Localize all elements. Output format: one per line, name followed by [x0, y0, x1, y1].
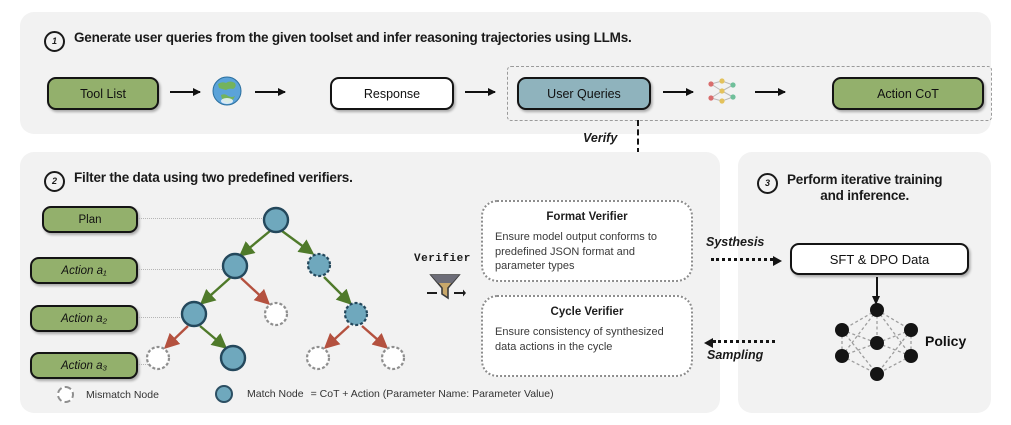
sampling-label: Sampling — [707, 348, 764, 362]
funnel-icon — [424, 271, 466, 303]
legend-match-label: Match Node — [247, 388, 304, 400]
verify-label: Verify — [583, 131, 618, 145]
cycle-verifier-card: Cycle Verifier Ensure consistency of syn… — [481, 295, 693, 377]
arrow-response-to-queries — [465, 87, 496, 96]
row-label-action-3[interactable]: Action a₃ — [30, 352, 138, 379]
row-connector-plan — [138, 218, 266, 219]
mismatch-node-icon — [57, 386, 74, 403]
step-1-panel — [20, 12, 991, 134]
node-action-cot[interactable]: Action CoT — [832, 77, 984, 110]
step-1-text: Generate user queries from the given too… — [74, 30, 632, 45]
row-label-action-2[interactable]: Action a₂ — [30, 305, 138, 332]
node-sft-dpo-data[interactable]: SFT & DPO Data — [790, 243, 969, 275]
format-verifier-title: Format Verifier — [546, 211, 628, 223]
systhesis-label: Systhesis — [706, 235, 765, 249]
step-3-text: Perform iterative training and inference… — [787, 172, 943, 205]
node-tool-list[interactable]: Tool List — [47, 77, 159, 110]
legend-match: Match Node = CoT + Action (Parameter Nam… — [215, 385, 554, 403]
neural-network-icon — [705, 76, 739, 107]
node-user-queries[interactable]: User Queries — [517, 77, 651, 110]
globe-icon — [212, 76, 242, 106]
verify-connector — [633, 120, 644, 162]
verifier-label: Verifier — [414, 253, 471, 265]
arrow-globe-to-response — [255, 87, 286, 96]
row-connector-action-3 — [138, 364, 152, 365]
verify-group-dashed-box — [507, 66, 992, 121]
step-2-text: Filter the data using two predefined ver… — [74, 170, 353, 185]
systhesis-arrow — [711, 255, 782, 266]
policy-network-icon — [818, 300, 936, 381]
cycle-verifier-title: Cycle Verifier — [550, 306, 624, 318]
arrow-data-to-policy — [871, 277, 880, 305]
step-3-number: 3 — [757, 173, 778, 194]
cycle-verifier-body: Ensure consistency of synthesized data a… — [495, 326, 664, 353]
format-verifier-body: Ensure model output conforms to predefin… — [495, 231, 658, 273]
match-node-icon — [215, 385, 233, 403]
step-3-line-1: Perform iterative training — [787, 172, 943, 187]
legend-mismatch: Mismatch Node — [57, 386, 159, 403]
row-label-action-1[interactable]: Action a₁ — [30, 257, 138, 284]
step-1-heading: 1 Generate user queries from the given t… — [44, 30, 944, 52]
verification-tree — [145, 206, 406, 372]
policy-label: Policy — [925, 333, 967, 349]
arrow-toollist-to-globe — [170, 87, 201, 96]
row-connector-action-2 — [138, 317, 186, 318]
row-connector-action-1 — [138, 269, 224, 270]
step-2-heading: 2 Filter the data using two predefined v… — [44, 170, 474, 192]
step-3-line-2: and inference. — [820, 188, 910, 204]
step-2-number: 2 — [44, 171, 65, 192]
sampling-arrow — [704, 337, 775, 348]
legend-formula: = CoT + Action (Parameter Name: Paramete… — [310, 388, 554, 400]
legend-mismatch-label: Mismatch Node — [86, 388, 159, 401]
step-3-heading: 3 Perform iterative training and inferen… — [757, 172, 982, 205]
format-verifier-card: Format Verifier Ensure model output conf… — [481, 200, 693, 282]
step-3-panel — [738, 152, 991, 413]
node-response[interactable]: Response — [330, 77, 454, 110]
step-1-number: 1 — [44, 31, 65, 52]
arrow-queries-to-network — [663, 87, 694, 96]
row-label-plan[interactable]: Plan — [42, 206, 138, 233]
arrow-network-to-actioncot — [755, 87, 786, 96]
